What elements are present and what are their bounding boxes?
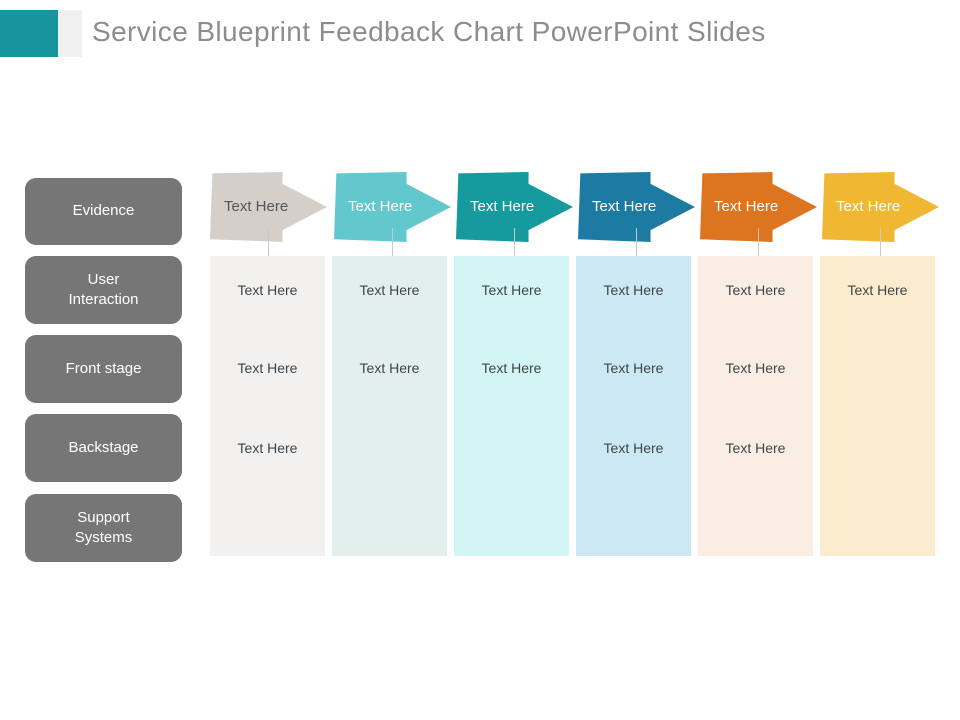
sidebar-item-label: Backstage xyxy=(68,438,139,456)
sidebar-item-backstage[interactable]: Backstage xyxy=(25,414,182,482)
column-cell[interactable]: Text Here xyxy=(359,360,420,376)
process-arrow-label: Text Here xyxy=(224,197,289,215)
column-cell[interactable]: Text Here xyxy=(237,282,298,298)
process-arrow-label: Text Here xyxy=(348,197,413,215)
column-cell[interactable]: Text Here xyxy=(237,440,298,456)
column-cell[interactable]: Text Here xyxy=(847,282,908,298)
sidebar-item-evidence[interactable]: Evidence xyxy=(25,178,182,245)
sidebar-item-front-stage[interactable]: Front stage xyxy=(25,335,182,403)
arrow-connector-stem-3 xyxy=(514,228,515,258)
process-arrow-label: Text Here xyxy=(836,197,901,215)
column-cell[interactable]: Text Here xyxy=(725,440,786,456)
process-arrow-label: Text Here xyxy=(592,197,657,215)
sidebar-item-label: Evidence xyxy=(72,202,135,220)
arrow-connector-stem-6 xyxy=(880,228,881,258)
arrow-connector-stem-2 xyxy=(392,228,393,258)
sidebar-item-label: Front stage xyxy=(65,359,142,377)
page-title: Service Blueprint Feedback Chart PowerPo… xyxy=(92,16,766,47)
column-cell[interactable]: Text Here xyxy=(725,360,786,376)
column-cell[interactable]: Text Here xyxy=(481,360,542,376)
column-cell[interactable]: Text Here xyxy=(603,440,664,456)
column-cell[interactable]: Text Here xyxy=(603,360,664,376)
header-accent-block-secondary xyxy=(58,10,82,57)
column-cell[interactable]: Text Here xyxy=(481,282,542,298)
arrow-connector-stem-4 xyxy=(636,228,637,258)
column-cell[interactable]: Text Here xyxy=(359,282,420,298)
column-cell[interactable]: Text Here xyxy=(725,282,786,298)
column-cell[interactable]: Text Here xyxy=(603,282,664,298)
header-accent-block xyxy=(0,10,58,57)
blueprint-column-6: Text Here xyxy=(820,256,935,556)
column-cell[interactable]: Text Here xyxy=(237,360,298,376)
arrow-connector-stem-5 xyxy=(758,228,759,258)
process-arrow-label: Text Here xyxy=(470,197,535,215)
process-arrow-label: Text Here xyxy=(714,197,779,215)
arrow-connector-stem-1 xyxy=(268,228,269,258)
